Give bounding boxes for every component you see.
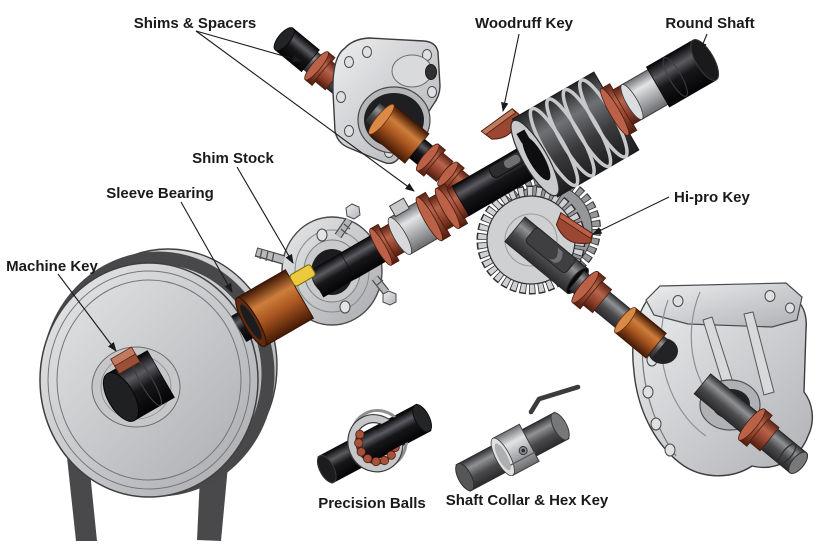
gearbox-shaft-mid — [364, 101, 483, 206]
pulley-hub — [102, 346, 175, 422]
leader-round-shaft — [699, 33, 708, 52]
copper-bushing-bottom — [614, 307, 667, 359]
copper-bushing-top — [368, 103, 430, 164]
shaft-collar-part — [455, 411, 570, 492]
leader-shim-stock — [236, 166, 294, 264]
hex-bolt-upper — [334, 203, 361, 239]
mounting-stud — [254, 247, 286, 265]
gear-shaft-boss — [504, 212, 594, 295]
hex-bolt-lower — [371, 275, 397, 306]
leader-hi-pro-key — [592, 196, 670, 235]
leader-lines — [57, 30, 708, 352]
label-woodruff-key: Woodruff Key — [475, 15, 574, 32]
label-hi-pro-key: Hi-pro Key — [674, 189, 751, 206]
precision-balls-part — [316, 403, 432, 484]
hi-pro-key-part — [555, 212, 594, 244]
label-shim-stock: Shim Stock — [192, 150, 274, 167]
label-sleeve-bearing: Sleeve Bearing — [106, 185, 214, 202]
round-shaft-end — [645, 39, 720, 108]
gearbox-shaft-lower — [568, 270, 669, 359]
housing-rib — [743, 311, 775, 396]
sleeve-bearing-part — [235, 269, 315, 347]
leader-shims-spacers-2 — [195, 30, 415, 192]
label-shims-spacers: Shims & Spacers — [134, 15, 257, 32]
housing-flange-plate — [645, 282, 803, 328]
label-shaft-collar-hex-key: Shaft Collar & Hex Key — [446, 492, 609, 509]
leader-machine-key — [57, 273, 117, 352]
hex-key-part — [528, 384, 581, 415]
gearbox-exit-shaft — [693, 373, 809, 474]
shim-ring-b3 — [571, 271, 613, 314]
woodruff-key-part — [480, 108, 520, 140]
pulley-shaft-upper — [451, 39, 720, 217]
hi-pro-keyway-slot — [525, 227, 576, 274]
shims-spacers-rings — [415, 182, 475, 242]
spacer-collar — [620, 67, 671, 121]
labels: Shims & Spacers Woodruff Key Round Shaft… — [6, 15, 754, 512]
pulley-shaft-mid — [235, 182, 475, 347]
leader-sleeve-bearing — [180, 201, 233, 293]
label-round-shaft: Round Shaft — [665, 15, 754, 32]
shim-ring-b4 — [738, 408, 780, 452]
shim-stock-part — [289, 264, 316, 287]
leader-shims-spacers-1 — [195, 30, 302, 63]
clamp-collar — [387, 197, 441, 255]
machine-key-part — [110, 346, 141, 375]
label-machine-key: Machine Key — [6, 258, 98, 275]
leader-woodruff-key — [501, 33, 520, 112]
label-precision-balls: Precision Balls — [318, 495, 426, 512]
